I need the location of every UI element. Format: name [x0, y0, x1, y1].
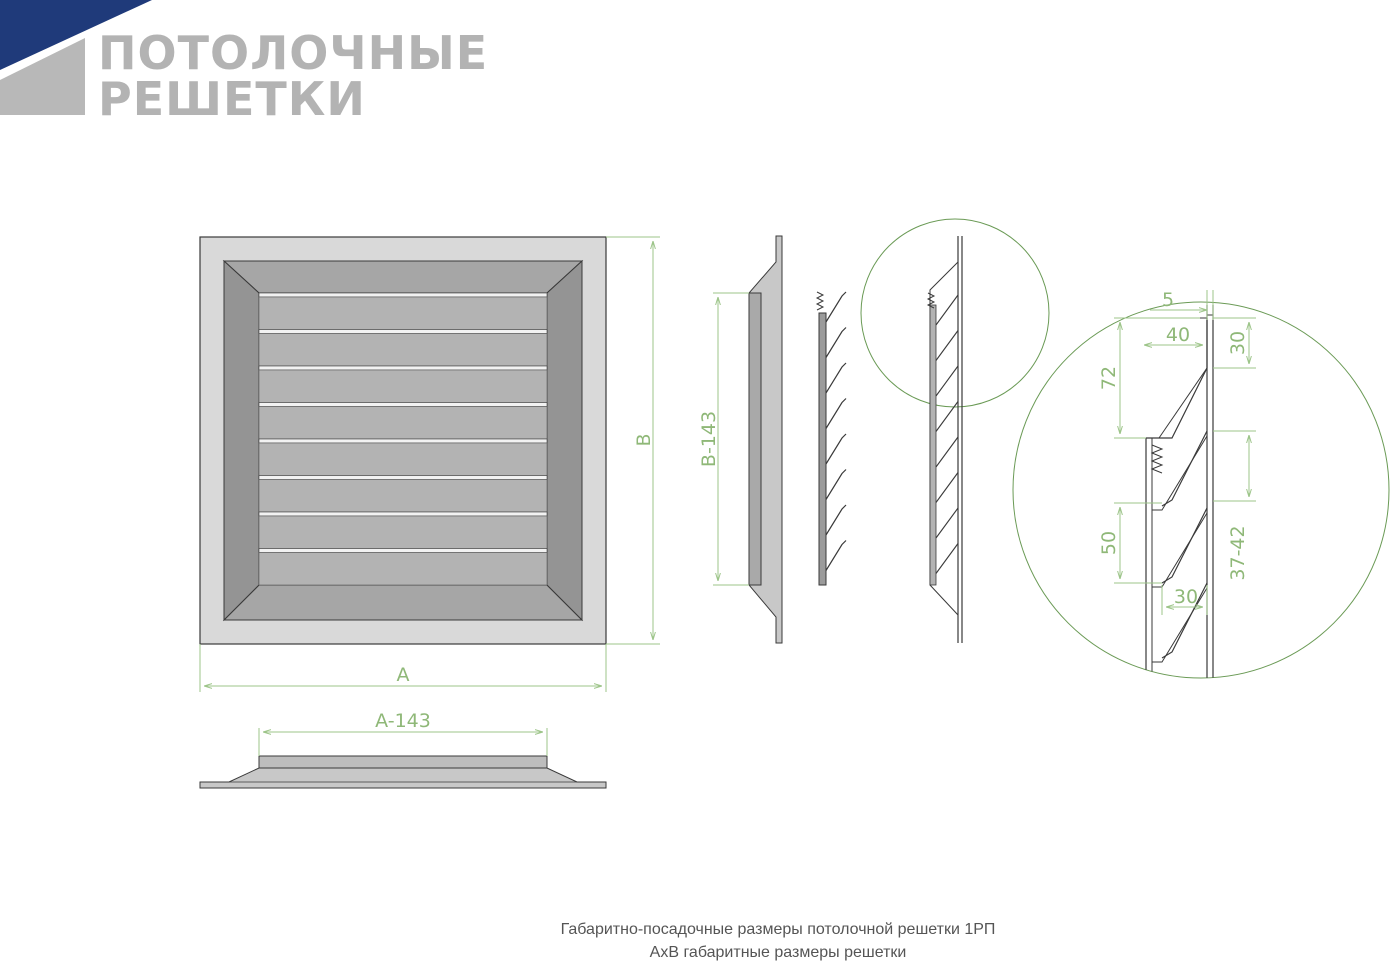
mid-blade — [935, 365, 959, 397]
louver-blade — [825, 469, 847, 500]
front-dimensions: B A — [199, 236, 660, 692]
dim-label-37-42: 37-42 — [1227, 525, 1249, 580]
front-slat-gap — [258, 475, 548, 480]
louver-blade — [825, 398, 847, 429]
mid-section-view — [860, 218, 1050, 643]
front-slat — [258, 552, 548, 586]
front-bevel-bottom — [222, 584, 584, 621]
front-slat — [258, 333, 548, 367]
mid-spine — [929, 304, 937, 586]
front-slat — [258, 479, 548, 513]
front-slat-gap — [258, 365, 548, 371]
louver-spring — [815, 291, 825, 311]
brand-logo-mark — [0, 0, 152, 115]
detail-circle — [1012, 301, 1390, 679]
detail-blade-edge — [1152, 587, 1208, 663]
detail-blade — [1161, 507, 1208, 584]
detail-blade — [1161, 430, 1208, 507]
front-bevel-left — [223, 259, 260, 622]
front-bevel-right — [546, 259, 583, 622]
louver-blade — [825, 504, 847, 536]
mid-blade — [935, 330, 959, 361]
front-slat — [258, 515, 548, 549]
louver-blade — [825, 540, 847, 571]
front-view — [199, 236, 607, 645]
bottom-neck — [258, 755, 548, 769]
dim-label-a: A — [397, 664, 410, 686]
front-slat-gap — [258, 329, 548, 334]
mid-blade — [935, 507, 959, 539]
louver-blade — [825, 362, 847, 394]
dim-label-50: 50 — [1098, 531, 1120, 555]
dim-label-a143: A-143 — [375, 710, 431, 732]
detail-view: 5 40 30 72 50 37-42 30 — [1012, 289, 1390, 679]
front-bevel-top — [222, 260, 584, 294]
dim-label-72: 72 — [1098, 366, 1120, 390]
bottom-section-view: A-143 — [199, 710, 607, 789]
louver-blade — [825, 327, 847, 358]
mid-blade — [935, 543, 959, 574]
mid-blade — [935, 472, 959, 503]
caption-line1: Габаритно-посадочные размеры потолочной … — [560, 921, 996, 938]
front-slats — [258, 292, 548, 586]
dim-label-30-top: 30 — [1227, 331, 1249, 355]
louver-blade — [825, 433, 847, 465]
mid-blades — [935, 294, 959, 574]
bottom-body — [199, 767, 607, 789]
front-slat — [258, 296, 548, 330]
side-section-view: B-143 — [698, 235, 783, 644]
dim-label-5: 5 — [1162, 289, 1174, 311]
dim-label-b143: B-143 — [698, 411, 720, 467]
front-slat — [258, 406, 548, 440]
front-slat — [258, 442, 548, 476]
brand-title-line2: РЕШЕТКИ — [98, 72, 366, 126]
caption: Габаритно-посадочные размеры потолочной … — [478, 918, 1078, 964]
front-slat-gap — [258, 548, 548, 553]
front-slat-gap — [258, 292, 548, 298]
front-slat-gap — [258, 511, 548, 517]
front-slat-gap — [258, 402, 548, 407]
detail-blade-edge — [1152, 435, 1208, 511]
side-neck — [748, 292, 762, 586]
dim-label-40: 40 — [1166, 324, 1190, 346]
detail-callout-circle — [860, 218, 1050, 408]
front-slat-gap — [258, 438, 548, 444]
mid-blade — [935, 401, 959, 432]
brand-title-line1: ПОТОЛОЧНЫЕ — [98, 26, 489, 80]
caption-line2: AxB габаритные размеры решетки — [649, 944, 907, 961]
front-slat — [258, 369, 548, 403]
louver-blades — [825, 291, 847, 571]
louver-section — [815, 291, 847, 586]
louver-spine — [818, 312, 827, 586]
louver-blade — [825, 291, 847, 323]
dim-label-b: B — [633, 433, 655, 446]
brand-logo: ПОТОЛОЧНЫЕ РЕШЕТКИ — [0, 0, 487, 126]
dim-label-30-bottom: 30 — [1174, 586, 1198, 608]
mid-blade — [935, 436, 959, 468]
mid-blade — [935, 294, 959, 326]
